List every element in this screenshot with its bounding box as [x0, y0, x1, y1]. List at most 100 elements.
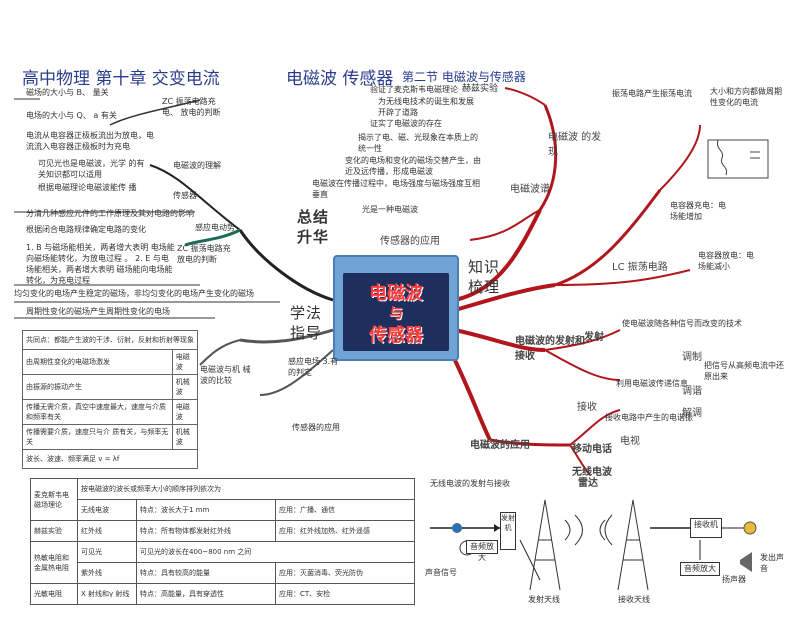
table-cell: X 射线和γ 射线: [77, 583, 137, 605]
right-text-12: 使电磁波随各种信号而改变的技术: [622, 319, 742, 328]
right-text-14: 利用电磁波传递信息: [616, 379, 688, 388]
table-cell: 应用：广播、通信: [275, 499, 415, 521]
table-cell: 光敏电阻: [30, 583, 78, 605]
node-resonate: 调谐: [682, 386, 702, 397]
transmitter-label: 发射机: [501, 514, 515, 532]
label-em-mech: 电磁波与机 械波的比较: [200, 365, 251, 385]
table-cell: 由周期性变化的电磁场激发: [22, 349, 173, 375]
table-row: 传播需要介质，速度只与介 质有关，与频率无关机械波: [22, 424, 199, 450]
node-demod: 解调: [682, 408, 702, 419]
table-cell: 特点：具有较高的能量: [136, 562, 276, 584]
table-cell: 可见光的波长在400~800 nm 之间: [136, 541, 415, 563]
table-cell: 特点：所有物体都发射红外线: [136, 520, 276, 542]
node-em-launch: 电磁波的发射和接收: [515, 336, 585, 362]
label-em-theory: 电磁波的理解: [173, 161, 221, 170]
node-sensor-use: 传感器的应用: [380, 236, 440, 247]
speaker-label: 扬声器: [722, 575, 746, 584]
label-lc-judge-1: ZC 振荡电路充 电、 放电的判断: [162, 97, 221, 117]
right-text-3: 证实了电磁波的存在: [370, 119, 442, 128]
node-lc: LC 振荡电路: [612, 262, 668, 273]
table-cell: 应用：红外线加热、红外遥感: [275, 520, 415, 542]
table-cell: 特点：高能量，具有穿透性: [136, 583, 276, 605]
table-cell: 可见光: [77, 541, 137, 563]
amp1-box: 音频放大: [466, 540, 498, 562]
node-apply: 电磁波的应用: [470, 440, 530, 451]
table-header: 按电磁波的波长或频率大小的顺序排列依次为: [77, 478, 415, 500]
center-line-1: 电磁波: [369, 283, 423, 304]
right-text-2: 为无线电技术的诞生和发展开辟了道路: [378, 97, 474, 117]
amp2-label: 音频放大: [684, 564, 716, 573]
transmitter-box: 发射机: [500, 512, 516, 550]
node-receive: 接收: [577, 402, 597, 413]
table-cell: 机械波: [171, 424, 199, 450]
amp2-box: 音频放大: [680, 562, 720, 576]
receiver-box: 接收机: [690, 518, 722, 538]
right-text-4: 揭示了电、磁、光现象在本质上的统一性: [358, 133, 478, 153]
table-cell: 紫外线: [77, 562, 137, 584]
right-text-7: 光是一种电磁波: [362, 205, 418, 214]
table-cell: 电磁波: [171, 349, 199, 375]
table-cell: 应用：CT、安检: [275, 583, 415, 605]
spectrum-table: 麦克斯韦电磁场理论 按电磁波的波长或频率大小的顺序排列依次为 无线电波 特点：波…: [30, 478, 415, 605]
node-spectrum: 电磁波谱: [510, 184, 550, 195]
node-launch: 发射: [584, 332, 604, 343]
comparison-table: 共同点：都能产生波的干涉、衍射，反射和折射等现象 由周期性变化的电磁场激发电磁波…: [22, 330, 199, 469]
right-text-15: 接收电路中产生的电谐振: [605, 413, 693, 422]
right-text-5: 变化的电场和变化的磁场交替产生，由近及远传播，形成电磁波: [345, 156, 481, 176]
note-1: 磁场的大小与 B、 量关: [26, 88, 109, 97]
node-hertz: 赫兹实验: [462, 84, 499, 94]
receiver-label: 接收机: [694, 520, 718, 529]
note-4: 可见光也是电磁波，光学 的有关知识都可以适用: [38, 159, 145, 179]
table-cell: 赫兹实验: [30, 520, 78, 542]
center-image: 电磁波 与 传感器: [333, 255, 459, 361]
note-6: 分清几种感应元件的工作原理及其对电路的影响: [26, 209, 194, 218]
table-row: 无线电波 特点：波长大于1 mm 应用：广播、通信: [31, 499, 415, 521]
center-line-3: 传感器: [369, 325, 423, 346]
table-cell: 应用：灭菌消毒、荧光防伪: [275, 562, 415, 584]
label-sensor-circuit: 传感器的应用: [292, 423, 340, 432]
table-cell: 热敏电阻和金属热电阻: [30, 541, 78, 584]
center-line-2: 与: [389, 306, 403, 322]
label-sensor-apply: 感应电动势: [195, 223, 235, 232]
branch-summary: 总结: [297, 208, 330, 226]
node-phone: 移动电话: [572, 444, 612, 455]
table-row: 紫外线 特点：具有较高的能量 应用：灭菌消毒、荧光防伪: [31, 562, 415, 584]
node-discover: 电磁波 的发现: [548, 132, 602, 158]
right-text-10: 电容器充电：电场能增加: [670, 201, 726, 221]
table-cell: 无线电波: [77, 499, 137, 521]
table-row: 赫兹实验 红外线 特点：所有物体都发射红外线 应用：红外线加热、红外遥感: [30, 520, 415, 542]
label-em-gen: 感应电场 3.有的判定: [288, 357, 339, 377]
diagram-title: 无线电波的发射与接收: [430, 479, 510, 488]
table-row: 由周期性变化的电磁场激发电磁波: [22, 349, 199, 375]
note-9: 均匀变化的电场产生稳定的磁场，非均匀变化的电场产生变化的磁场: [14, 289, 254, 298]
branch-method: 学法: [290, 304, 323, 322]
sound-out-label: 发出声音: [760, 553, 784, 573]
note-10: 周期性变化的磁场产生周期性变化的电场: [26, 307, 170, 316]
table-cell: 机械波: [171, 374, 199, 400]
tower1-label: 发射天线: [528, 595, 560, 604]
node-radar: 雷达: [578, 478, 598, 489]
right-text-6: 电磁波在传播过程中，电场强度与磁场强度互相垂直: [312, 179, 480, 199]
node-modulate: 调制: [682, 352, 702, 363]
table-cell: 特点：波长大于1 mm: [136, 499, 276, 521]
table-cell: 传播无需介质，真空中速度最大，速度与介质和频率有关: [22, 399, 173, 425]
tower2-label: 接收天线: [618, 595, 650, 604]
table-row: 热敏电阻和金属热电阻 可见光 可见光的波长在400~800 nm 之间: [30, 541, 415, 584]
branch-method-2: 指导: [290, 324, 323, 342]
table-row: 由振源的振动产生机械波: [22, 374, 199, 400]
right-text-11: 电容器放电：电场能减小: [698, 251, 754, 271]
amp1-label: 音频放大: [470, 542, 494, 562]
note-8: 1. B 与磁场能相关，两者增大表明 电场能向磁场能转化，为放电过程 。 2. …: [26, 243, 175, 285]
section-title: 第二节 电磁波与传感器: [402, 70, 526, 84]
label-sensor: 传感器: [173, 191, 197, 200]
chapter-title: 高中物理 第十章 交变电流: [22, 69, 220, 89]
table-row: 麦克斯韦电磁场理论 按电磁波的波长或频率大小的顺序排列依次为: [30, 478, 415, 521]
right-text-1: 验证了麦克斯韦电磁理论: [370, 85, 458, 94]
topic-title: 电磁波 传感器: [286, 69, 394, 89]
table-footer: 波长、波速、频率满足 v = λf: [22, 449, 198, 469]
note-2: 电场的大小与 Q、 a 有关: [26, 111, 117, 120]
table-cell: 电磁波: [171, 399, 199, 425]
table-row: 传播无需介质，真空中速度最大，速度与介质和频率有关电磁波: [22, 399, 199, 425]
branch-summary-2: 升华: [297, 228, 330, 246]
